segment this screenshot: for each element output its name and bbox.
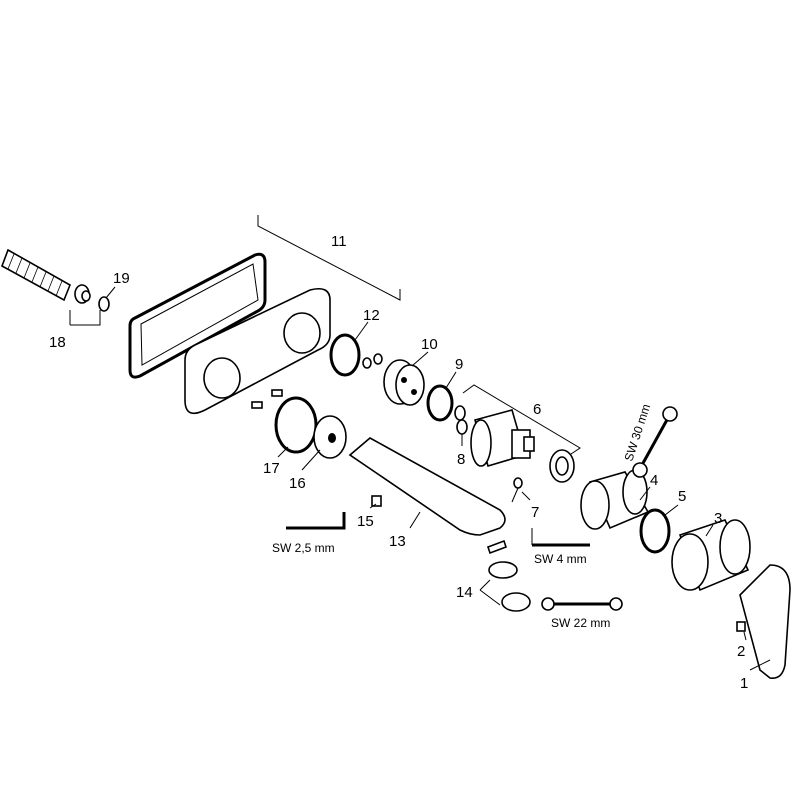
tool-label-sw-4: SW 4 mm (534, 552, 587, 566)
label-15: 15 (357, 513, 374, 530)
label-13: 13 (389, 533, 406, 550)
label-19: 19 (113, 270, 130, 287)
label-5: 5 (678, 488, 686, 505)
label-17: 17 (263, 460, 280, 477)
cartridge-nut (549, 449, 575, 483)
label-11: 11 (331, 233, 347, 250)
wrench-22-icon (541, 597, 623, 611)
label-10: 10 (421, 336, 438, 353)
label-6: 6 (533, 401, 541, 418)
hex-key-2-5-icon (286, 512, 346, 530)
tool-label-sw-2-5: SW 2,5 mm (272, 541, 335, 555)
part-14-aerator (486, 539, 531, 612)
wrench-30-icon (632, 406, 678, 478)
part-5-o-ring (639, 508, 671, 554)
label-4: 4 (650, 472, 658, 489)
part-6-cartridge (470, 409, 535, 467)
label-14: 14 (456, 584, 473, 601)
part-15-grub-screw (371, 495, 382, 507)
label-1: 1 (740, 675, 748, 692)
label-2: 2 (737, 643, 745, 660)
label-8: 8 (457, 451, 465, 468)
bracket-6 (462, 384, 581, 457)
part-11-wall-plate-gasket (128, 252, 267, 379)
label-16: 16 (289, 475, 306, 492)
part-9-o-ring (426, 384, 454, 422)
label-9: 9 (455, 356, 463, 373)
tool-label-sw-22: SW 22 mm (551, 616, 610, 630)
part-3-cover-sleeve (671, 519, 751, 592)
part-19-o-ring (98, 296, 110, 312)
part-labels: 1 2 3 4 5 6 7 8 9 10 11 12 13 14 15 16 1… (49, 233, 748, 692)
part-2-grub-screw (736, 621, 746, 632)
part-4-sleeve (580, 469, 650, 530)
label-3: 3 (714, 510, 722, 527)
part-16-rosette (313, 415, 347, 459)
small-o-rings (362, 353, 383, 369)
part-12-o-ring (329, 333, 361, 377)
screws (251, 389, 283, 409)
part-7-screw (511, 477, 523, 503)
label-12: 12 (363, 307, 380, 324)
label-18: 18 (49, 334, 66, 351)
part-1-handle (739, 564, 791, 680)
part-13-spout (348, 437, 506, 536)
part-18-hose-connector (1, 248, 91, 304)
part-10-diverter-insert (383, 359, 425, 406)
leader-lines (69, 286, 771, 671)
bracket-11 (257, 215, 401, 301)
label-7: 7 (531, 504, 539, 521)
part-11-cover-plate (184, 287, 331, 415)
part-17-o-ring (274, 396, 318, 454)
part-8-seals (454, 405, 468, 435)
